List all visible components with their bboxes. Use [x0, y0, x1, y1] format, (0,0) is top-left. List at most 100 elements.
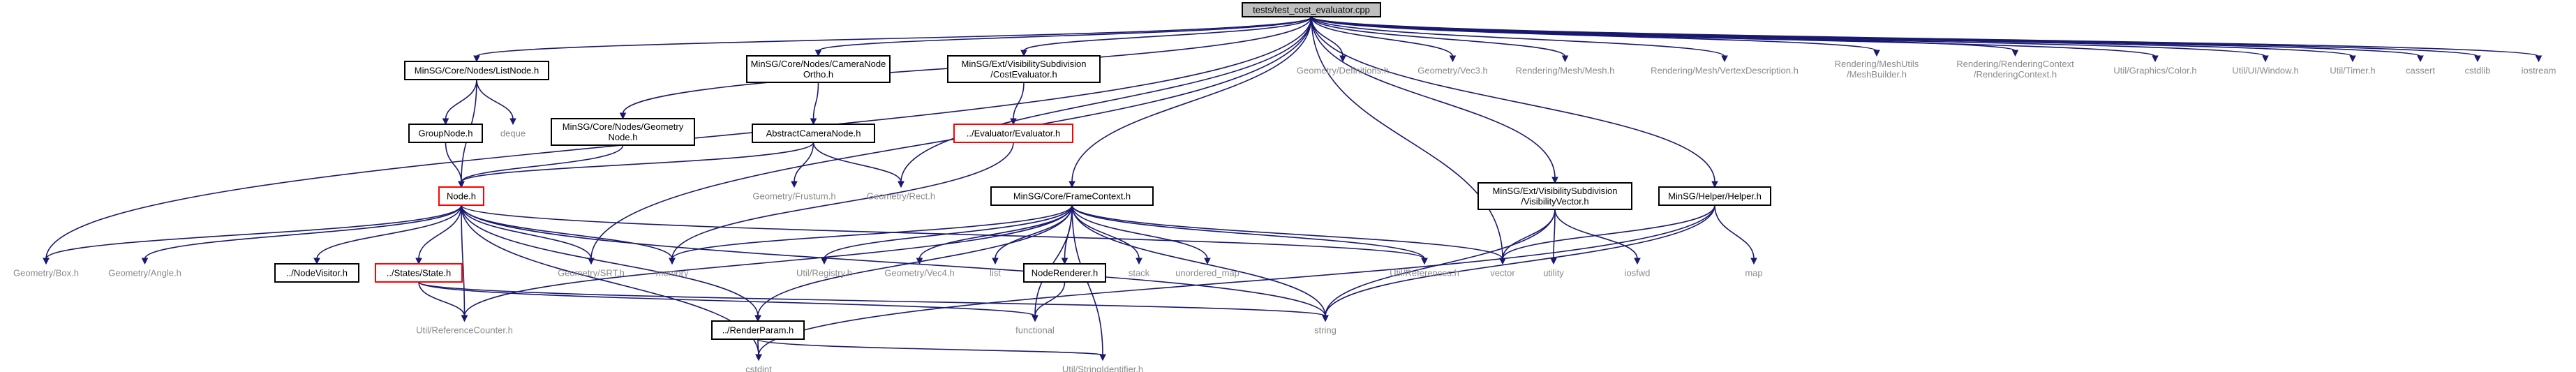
node-evaluator[interactable]: ../Evaluator/Evaluator.h — [953, 124, 1073, 143]
node-srt[interactable]: Geometry/SRT.h — [558, 268, 625, 278]
node-meshbuilder[interactable]: Rendering/MeshUtils/MeshBuilder.h — [1835, 59, 1919, 80]
node-box[interactable]: Geometry/Box.h — [13, 268, 79, 278]
node-listnode[interactable]: MinSG/Core/Nodes/ListNode.h — [404, 61, 549, 80]
node-cameraortho-label: Ortho.h — [803, 69, 833, 80]
node-stringid[interactable]: Util/StringIdentifier.h — [1062, 364, 1143, 372]
node-vec3[interactable]: Geometry/Vec3.h — [1417, 66, 1487, 76]
node-geomnode-label: Node.h — [609, 132, 638, 142]
node-groupnode[interactable]: GroupNode.h — [408, 124, 483, 143]
edge-root-to-costeval — [1023, 16, 1312, 52]
node-costeval[interactable]: MinSG/Ext/VisibilitySubdivision/CostEval… — [947, 55, 1101, 83]
node-meshbuilder-label: /MeshBuilder.h — [1847, 69, 1907, 80]
arrowhead-root-to-renderctx — [2011, 50, 2019, 57]
node-iosfwd[interactable]: iosfwd — [1625, 268, 1651, 278]
edge-root-to-framectx — [1071, 16, 1312, 183]
node-color[interactable]: Util/Graphics/Color.h — [2113, 66, 2196, 76]
node-registry[interactable]: Util/Registry.h — [796, 268, 852, 278]
node-list-label: list — [990, 268, 1001, 278]
arrowhead-abscam-to-node — [458, 181, 465, 188]
edge-root-to-helper — [1311, 16, 1715, 183]
edge-state-to-string — [418, 281, 1326, 317]
node-refcounter-label: Util/ReferenceCounter.h — [416, 325, 513, 336]
node-memory[interactable]: memory — [656, 268, 689, 278]
node-cassert[interactable]: cassert — [2406, 66, 2435, 76]
edge-noderenderer-to-functional — [1034, 281, 1066, 317]
arrowhead-root-to-window — [2262, 55, 2269, 63]
node-noderenderer[interactable]: NodeRenderer.h — [1023, 263, 1106, 283]
node-costeval-label: /CostEvaluator.h — [990, 69, 1057, 80]
edge-geomnode-to-node — [461, 144, 624, 183]
arrowhead-helper-to-cstdint — [755, 354, 762, 362]
node-deque[interactable]: deque — [500, 128, 526, 139]
node-vec3-label: Geometry/Vec3.h — [1417, 66, 1487, 76]
node-vertexdesc[interactable]: Rendering/Mesh/VertexDescription.h — [1651, 66, 1799, 76]
edge-root-to-listnode — [476, 16, 1312, 57]
node-iostream[interactable]: iostream — [2522, 66, 2556, 76]
arrowhead-root-to-iostream — [2535, 55, 2543, 63]
node-cstdint[interactable]: cstdint — [745, 364, 772, 372]
node-renderctx[interactable]: Rendering/RenderingContext/RenderingCont… — [1956, 59, 2074, 80]
node-frustum[interactable]: Geometry/Frustum.h — [752, 191, 835, 202]
edge-helper-to-string — [1325, 204, 1715, 317]
edge-node-to-nodevisitor — [316, 204, 462, 260]
node-unorderedmap[interactable]: unordered_map — [1175, 268, 1239, 278]
node-framectx[interactable]: MinSG/Core/FrameContext.h — [990, 186, 1154, 206]
node-state[interactable]: ../States/State.h — [375, 263, 463, 283]
node-geomnode-label: MinSG/Core/Nodes/Geometry — [563, 121, 684, 132]
node-nodevisitor[interactable]: ../NodeVisitor.h — [274, 263, 359, 283]
node-visvector-box — [1477, 182, 1632, 210]
node-cstdlib-label: cstdlib — [2465, 66, 2491, 76]
node-root[interactable]: tests/test_cost_evaluator.cpp — [1242, 2, 1381, 17]
node-mesh-label: Rendering/Mesh/Mesh.h — [1516, 66, 1615, 76]
node-deque-label: deque — [500, 128, 526, 139]
arrowhead-root-to-costeval — [1020, 50, 1027, 57]
node-string[interactable]: string — [1314, 325, 1337, 336]
arrowhead-framectx-to-noderenderer — [1061, 258, 1069, 265]
node-vector[interactable]: vector — [1490, 268, 1515, 278]
node-framectx-label: MinSG/Core/FrameContext.h — [1013, 191, 1131, 202]
node-references[interactable]: Util/References.h — [1390, 268, 1459, 278]
arrowhead-noderenderer-to-functional — [1032, 315, 1038, 322]
node-refcounter[interactable]: Util/ReferenceCounter.h — [416, 325, 513, 336]
edge-visvector-to-utility — [1553, 209, 1556, 260]
node-nodevisitor-box — [274, 263, 359, 283]
node-timer[interactable]: Util/Timer.h — [2330, 66, 2375, 76]
arrowhead-root-to-cstdlib — [2474, 55, 2481, 63]
arrowhead-root-to-visvector — [1551, 177, 1558, 184]
node-geomdefs[interactable]: Geometry/Definitions.h — [1297, 66, 1389, 76]
arrowhead-framectx-to-memory — [669, 258, 676, 265]
node-renderparam[interactable]: ../RenderParam.h — [711, 320, 805, 340]
node-abscam[interactable]: AbstractCameraNode.h — [752, 124, 875, 143]
edge-helper-to-map — [1714, 204, 1755, 260]
node-evaluator-label: ../Evaluator/Evaluator.h — [967, 128, 1060, 139]
node-geomnode-box — [551, 118, 695, 146]
arrowhead-visvector-to-utility — [1550, 258, 1557, 265]
node-angle[interactable]: Geometry/Angle.h — [108, 268, 181, 278]
node-helper[interactable]: MinSG/Helper/Helper.h — [1658, 186, 1771, 206]
edge-root-to-mesh — [1311, 16, 1566, 57]
node-visvector[interactable]: MinSG/Ext/VisibilitySubdivision/Visibili… — [1477, 182, 1632, 210]
node-rect[interactable]: Geometry/Rect.h — [867, 191, 935, 202]
arrowhead-node-to-angle — [141, 258, 149, 265]
node-cstdlib[interactable]: cstdlib — [2465, 66, 2491, 76]
arrowhead-renderparam-to-stringid — [1099, 354, 1106, 362]
node-list[interactable]: list — [990, 268, 1001, 278]
node-utility[interactable]: utility — [1543, 268, 1564, 278]
node-node[interactable]: Node.h — [438, 186, 484, 206]
node-stack-label: stack — [1129, 268, 1150, 278]
node-window[interactable]: Util/UI/Window.h — [2232, 66, 2298, 76]
node-vec4[interactable]: Geometry/Vec4.h — [884, 268, 954, 278]
node-map[interactable]: map — [1745, 268, 1762, 278]
node-stack[interactable]: stack — [1129, 268, 1150, 278]
arrowhead-root-to-vertexdesc — [1721, 55, 1728, 63]
node-references-label: Util/References.h — [1390, 268, 1459, 278]
arrowhead-root-to-geomnode — [619, 112, 627, 120]
node-functional[interactable]: functional — [1015, 325, 1055, 336]
node-visvector-label: /VisibilityVector.h — [1521, 196, 1588, 207]
edge-framectx-to-memory — [671, 204, 1073, 260]
edge-framectx-to-renderparam — [757, 204, 1073, 317]
node-mesh[interactable]: Rendering/Mesh/Mesh.h — [1516, 66, 1615, 76]
arrowhead-node-to-state — [415, 258, 422, 265]
